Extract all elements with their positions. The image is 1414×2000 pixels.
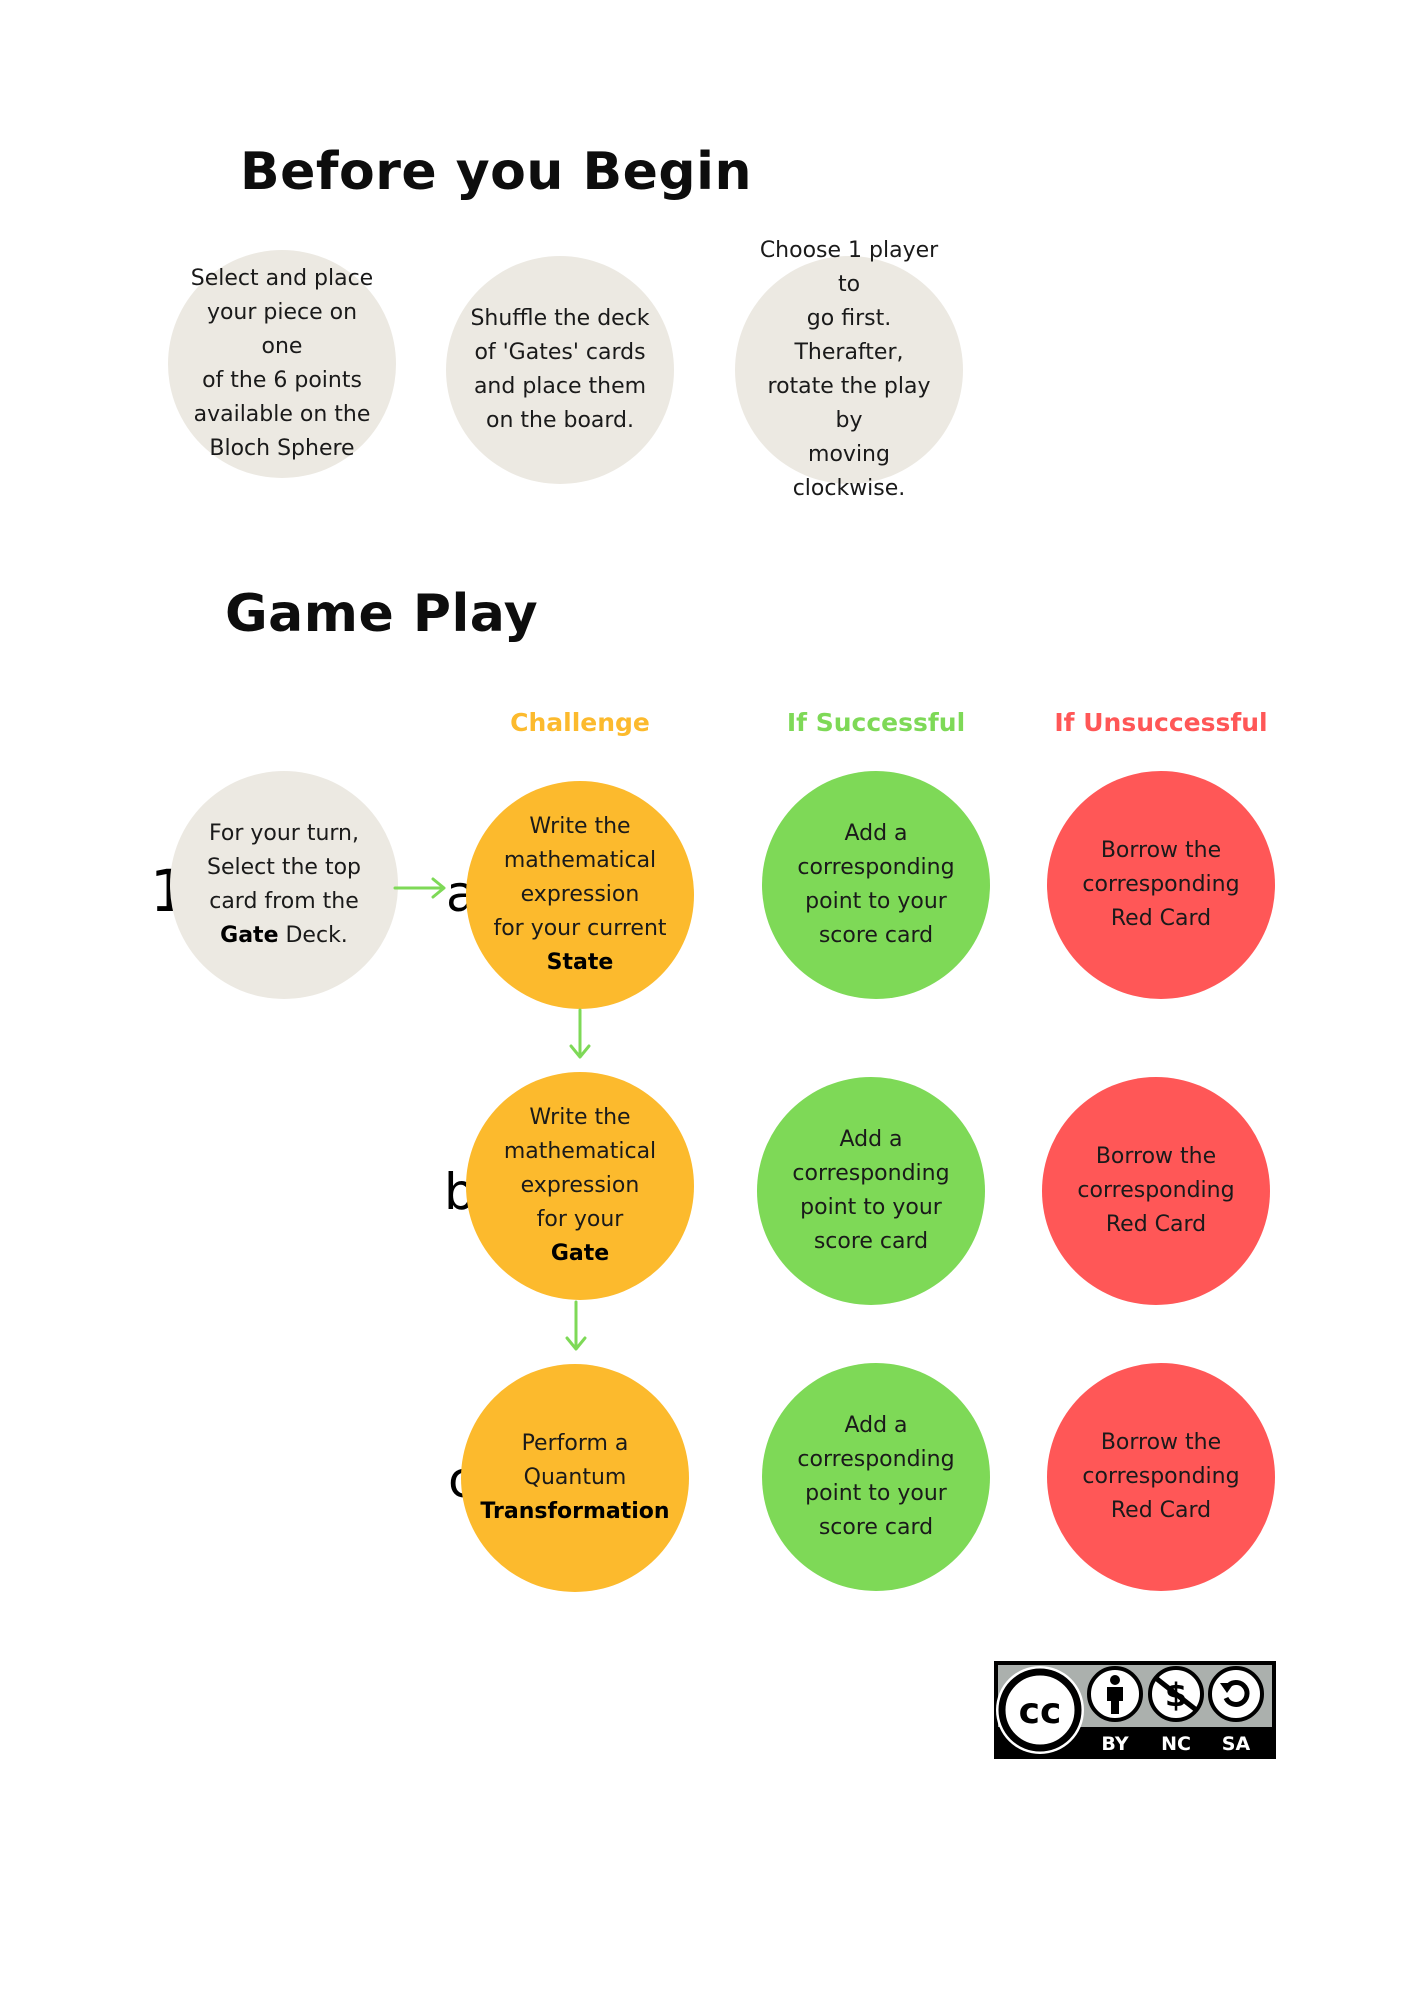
success-text-b: Add a corresponding point to your score … <box>792 1127 950 1254</box>
fail-text-a: Borrow the corresponding Red Card <box>1082 838 1240 931</box>
fail-circle-c: Borrow the corresponding Red Card <box>1047 1363 1275 1591</box>
challenge-text-c: Perform a Quantum Transformation <box>480 1427 669 1529</box>
setup-step-place-piece: Select and place your piece on one of th… <box>168 250 396 478</box>
challenge-column-header: Challenge <box>510 708 650 737</box>
challenge-text-b: Write the mathematical expression for yo… <box>504 1101 656 1271</box>
game-play-title: Game Play <box>225 584 539 644</box>
fail-text-b: Borrow the corresponding Red Card <box>1077 1144 1235 1237</box>
setup-step-shuffle: Shuffle the deck of 'Gates' cards and pl… <box>446 256 674 484</box>
success-circle-b: Add a corresponding point to your score … <box>757 1077 985 1305</box>
setup-step-choose-player: Choose 1 player to go first. Therafter, … <box>735 238 963 501</box>
by-label: BY <box>1101 1733 1128 1755</box>
challenge-text-a: Write the mathematical expression for yo… <box>493 810 666 980</box>
arrow-down-icon <box>569 1008 591 1059</box>
fail-circle-b: Borrow the corresponding Red Card <box>1042 1077 1270 1305</box>
share-alike-icon <box>1208 1666 1264 1722</box>
success-column-header: If Successful <box>786 708 966 737</box>
before-you-begin-title: Before you Begin <box>240 142 752 202</box>
cc-by-nc-sa-badge: cc $ BY NC SA <box>994 1661 1276 1759</box>
setup-step-text: Choose 1 player to go first. Therafter, … <box>759 238 939 501</box>
success-circle-a: Add a corresponding point to your score … <box>762 771 990 999</box>
turn-text: For your turn, Select the top card from … <box>207 817 361 953</box>
nc-label: NC <box>1161 1733 1191 1755</box>
challenge-circle-a: Write the mathematical expression for yo… <box>466 781 694 1009</box>
fail-circle-a: Borrow the corresponding Red Card <box>1047 771 1275 999</box>
cc-icon: cc <box>1019 1691 1062 1732</box>
fail-column-header: If Unsuccessful <box>1054 708 1268 737</box>
challenge-text-a-bold: State <box>546 950 614 975</box>
sa-label: SA <box>1222 1733 1251 1755</box>
challenge-circle-b: Write the mathematical expression for yo… <box>466 1072 694 1300</box>
success-text-c: Add a corresponding point to your score … <box>797 1413 955 1540</box>
success-circle-c: Add a corresponding point to your score … <box>762 1363 990 1591</box>
fail-text-c: Borrow the corresponding Red Card <box>1082 1430 1240 1523</box>
turn-text-main: For your turn, Select the top card from … <box>206 821 361 914</box>
challenge-text-c-main: Perform a Quantum <box>521 1431 629 1490</box>
setup-step-text: Select and place your piece on one of th… <box>190 266 374 461</box>
challenge-text-b-bold: Gate <box>550 1241 610 1266</box>
arrow-right-icon <box>393 877 446 899</box>
attribution-icon <box>1087 1666 1143 1722</box>
challenge-text-b-main: Write the mathematical expression for yo… <box>503 1105 657 1232</box>
non-commercial-icon: $ <box>1148 1666 1204 1722</box>
arrow-down-icon <box>565 1300 587 1351</box>
turn-text-bold: Gate <box>220 923 279 948</box>
setup-step-text: Shuffle the deck of 'Gates' cards and pl… <box>470 306 650 433</box>
success-text-a: Add a corresponding point to your score … <box>797 821 955 948</box>
turn-card: For your turn, Select the top card from … <box>170 771 398 999</box>
challenge-text-a-main: Write the mathematical expression for yo… <box>493 814 667 941</box>
challenge-text-c-bold: Transformation <box>480 1499 670 1524</box>
challenge-circle-c: Perform a Quantum Transformation <box>461 1364 689 1592</box>
turn-text-after: Deck. <box>278 923 348 948</box>
